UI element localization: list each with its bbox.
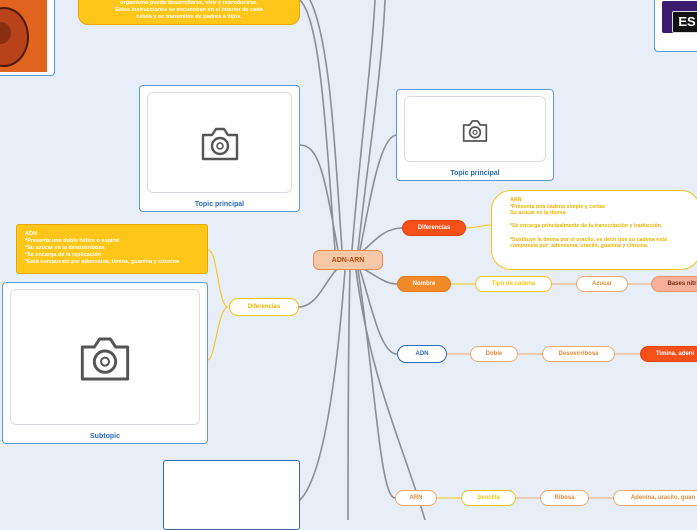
arn-note[interactable]: ARN *Presenta una cadena simple y cortas… xyxy=(491,190,697,270)
topic-label: Topic principal xyxy=(450,170,500,177)
arn-node[interactable]: ARN xyxy=(395,490,437,506)
bottom-card[interactable] xyxy=(163,460,300,530)
topic-principal-right[interactable]: Topic principal xyxy=(396,89,554,181)
bases-nitrogenadas-node[interactable]: Bases nitr xyxy=(651,276,697,292)
bases-arn-node[interactable]: Adenina, uracilo, guan xyxy=(613,490,697,506)
topic-principal-left[interactable]: Topic principal xyxy=(139,85,300,212)
top-note[interactable]: organismo pueda desarrollarse, vivir y r… xyxy=(78,0,300,25)
desoxirribosa-node[interactable]: Desoxirribosa xyxy=(542,346,615,362)
azucar-node[interactable]: Azucar xyxy=(576,276,628,292)
doble-node[interactable]: Doble xyxy=(470,346,518,362)
camera-icon xyxy=(201,127,239,161)
diferencias-right-node[interactable]: Diferencias xyxy=(402,220,466,236)
tipo-de-cadena-node[interactable]: Tipo de cadena xyxy=(475,276,552,292)
camera-icon xyxy=(80,337,130,381)
bases-adn-node[interactable]: Timina, adeni xyxy=(640,346,697,362)
illustration xyxy=(0,0,47,72)
subtopic-card[interactable]: Subtopic xyxy=(2,282,208,444)
central-topic[interactable]: ADN-ARN xyxy=(313,250,383,270)
ribosa-node[interactable]: Ribosa xyxy=(540,490,589,506)
adn-note[interactable]: ADN *Presenta una doble hélice o espiral… xyxy=(16,224,208,274)
adn-node[interactable]: ADN xyxy=(397,345,447,363)
sencilla-node[interactable]: Sencilla xyxy=(461,490,516,506)
es-badge: ES xyxy=(672,11,697,33)
subtopic-label: Subtopic xyxy=(90,433,120,440)
nombre-node[interactable]: Nombre xyxy=(397,276,451,292)
diferencias-left-node[interactable]: Diferencias xyxy=(229,298,299,316)
image-placeholder xyxy=(404,96,546,162)
corner-image-card[interactable]: ES xyxy=(654,0,697,52)
camera-icon xyxy=(462,120,488,142)
top-left-image-card[interactable] xyxy=(0,0,55,76)
topic-label: Topic principal xyxy=(194,201,245,208)
